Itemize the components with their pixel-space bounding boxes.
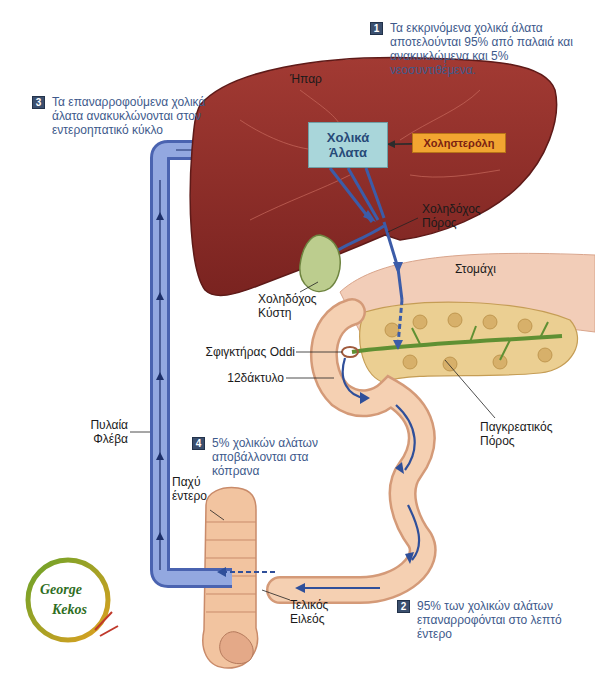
lobule — [448, 313, 462, 327]
connector-arrow — [388, 143, 412, 145]
callout-text: Τα επαναρροφούμενα χολικά άλατα ανακυκλώ… — [52, 95, 220, 137]
part-label: Σφιγκτήρας Oddi — [150, 345, 295, 359]
pancreatic-duct — [352, 336, 562, 352]
lobule — [493, 355, 507, 369]
lobule — [538, 348, 552, 362]
callout-text: 5% χολικών αλάτων αποβάλλονται στα κόπρα… — [212, 436, 340, 478]
lobule — [413, 315, 427, 329]
box-text: Χοληστερόλη — [424, 137, 495, 150]
lobule — [403, 355, 417, 369]
cholesterol-box: Χοληστερόλη — [412, 133, 506, 153]
part-label: Χοληδόχος Πόρος — [422, 202, 512, 230]
part-label: Χοληδόχος Κύστη — [258, 292, 328, 320]
bile-salt-box: Χολικά Άλατα — [308, 122, 388, 168]
callout-number: 3 — [33, 97, 44, 108]
callout-number-box: 1Τα εκκρινόμενα χολικά άλατα αποτελούντα… — [370, 22, 383, 35]
part-label: Τελικός Ειλεός — [290, 598, 360, 626]
part-label: Παχύ έντερο — [172, 475, 222, 503]
leader-line — [286, 378, 334, 379]
part-label: 12δάκτυλο — [200, 371, 284, 385]
callout-number-box: 45% χολικών αλάτων αποβάλλονται στα κόπρ… — [192, 437, 205, 450]
part-label: Ήπαρ — [290, 72, 350, 86]
callout-text: Τα εκκρινόμενα χολικά άλατα αποτελούνται… — [390, 21, 580, 77]
logo-mark — [95, 612, 118, 636]
callout-number: 4 — [193, 438, 204, 449]
bile-duct — [330, 168, 402, 300]
colon-haustra — [206, 522, 256, 612]
lobule — [518, 319, 532, 333]
part-label: Στομάχι — [455, 262, 525, 276]
leader-line — [296, 352, 342, 353]
duct-branches — [412, 322, 548, 360]
flow-line — [300, 358, 419, 588]
liver-shape — [190, 58, 556, 296]
gallbladder-shape — [300, 235, 340, 291]
leader-line — [130, 432, 150, 433]
lobule — [483, 315, 497, 329]
part-label: Παγκρεατικός Πόρος — [480, 420, 570, 448]
bile-arrowheads — [363, 210, 403, 350]
lobule — [443, 357, 457, 371]
box-text: Χολικά Άλατα — [314, 130, 382, 160]
callout-text: 95% των χολικών αλάτων επαναρροφόνται στ… — [417, 599, 589, 641]
callout-number: 2 — [398, 601, 409, 612]
leader-line — [445, 360, 495, 418]
part-label: Πυλαία Φλέβα — [60, 418, 128, 446]
liver-vessels — [240, 90, 500, 220]
sphincter-ring — [342, 347, 358, 357]
leader-line — [262, 590, 290, 600]
leader-line — [300, 282, 318, 292]
flow-arrowheads — [295, 392, 414, 593]
cystic-duct — [335, 226, 384, 252]
lobule — [385, 323, 399, 337]
logo-text: George — [40, 582, 100, 598]
callout-number-box: 3Τα επαναρροφούμενα χολικά άλατα ανακυκλ… — [32, 96, 45, 109]
callout-number: 1 — [371, 23, 382, 34]
arrowhead — [217, 567, 226, 577]
logo-text: Kekos — [52, 602, 112, 618]
leader-lines — [130, 218, 495, 600]
callout-number-box: 295% των χολικών αλάτων επαναρροφόνται σ… — [397, 600, 410, 613]
bile-duct-dashed — [398, 300, 402, 345]
ileocecal-valve — [220, 632, 253, 664]
excretion-arrow — [226, 571, 275, 573]
leader-line — [388, 218, 418, 232]
leader-line — [210, 510, 224, 520]
